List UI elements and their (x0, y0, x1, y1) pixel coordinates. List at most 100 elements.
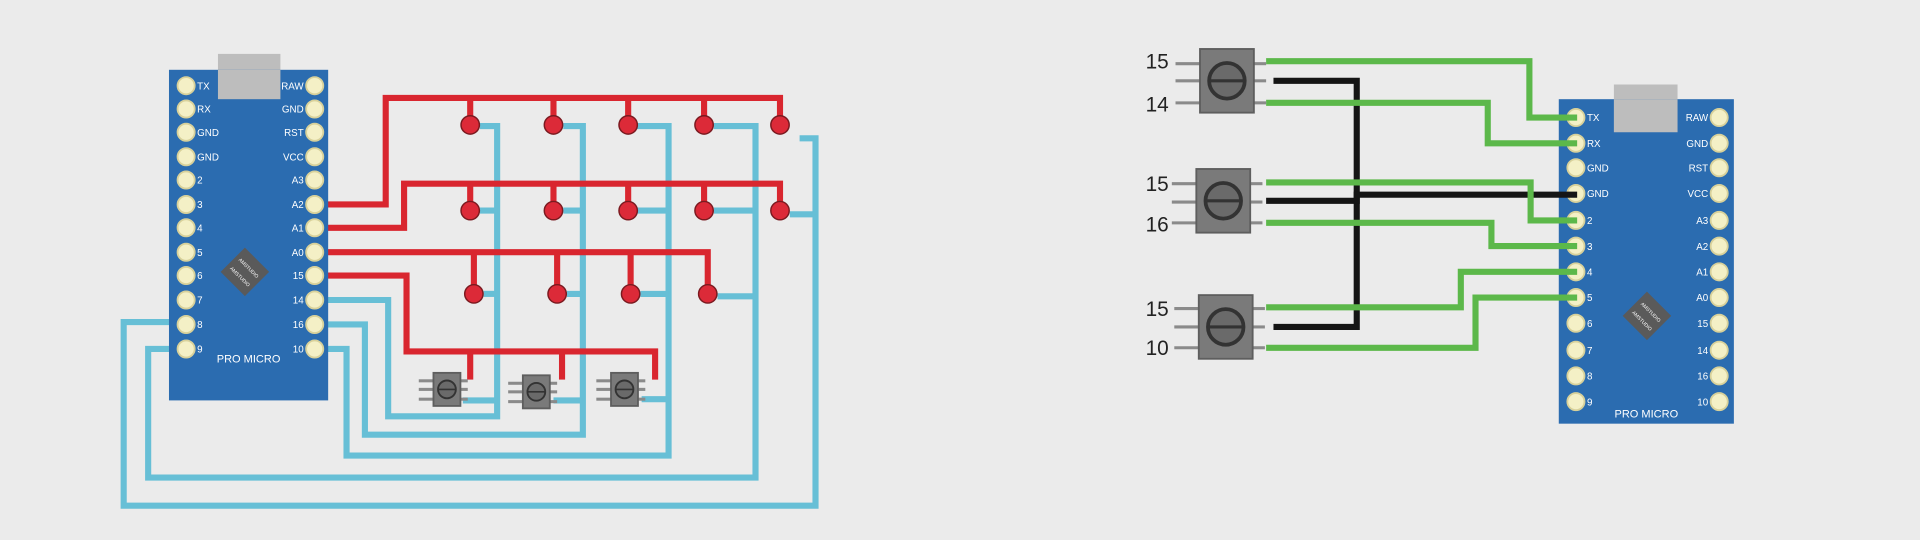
wire-pin8-column5 (120, 135, 819, 509)
pin-label: 6 (1587, 319, 1593, 330)
push-button (620, 283, 641, 304)
pin-label: A2 (292, 200, 304, 211)
pin-label: 7 (1587, 346, 1592, 357)
push-button (618, 114, 639, 135)
wire-a2-row1 (314, 94, 784, 208)
pot-bottom-pin-label: 14 (1146, 93, 1169, 116)
pot-bottom-pin-label: 16 (1146, 213, 1169, 236)
green-wires (1266, 58, 1578, 351)
pin-label: 7 (197, 296, 202, 307)
push-button (770, 114, 790, 135)
pin-label: 6 (197, 271, 203, 282)
pot-top-pin-label: 15 (1146, 298, 1169, 321)
blue-wires (120, 123, 819, 509)
pin-hole (1709, 133, 1729, 153)
pin-hole (176, 170, 196, 190)
pot-top-pin-label: 15 (1146, 51, 1169, 74)
pin-hole (305, 339, 325, 359)
pin-label: 14 (293, 296, 304, 307)
pin-label: RX (197, 105, 211, 116)
pin-hole (176, 147, 196, 167)
pin-hole (305, 315, 325, 334)
pin-hole (305, 76, 325, 96)
pin-hole (1709, 340, 1729, 360)
pin-label: 16 (1697, 372, 1708, 383)
left-pots (418, 371, 646, 410)
board-name: PRO MICRO (1614, 409, 1678, 421)
pin-hole (1709, 392, 1729, 412)
pro-micro-board-left: TXRXGNDGND23456789RAWGNDRSTVCCA3A2A1A015… (168, 53, 329, 401)
pin-hole (1709, 158, 1729, 178)
pin-hole (176, 315, 196, 334)
pin-hole (176, 99, 196, 119)
pin-hole (1709, 236, 1729, 256)
pin-label: RX (1587, 139, 1601, 150)
pin-hole (176, 218, 196, 238)
push-button (618, 200, 639, 221)
right-diagram: TXRXGNDGND23456789RAWGNDRSTVCCA3A2A1A015… (1146, 48, 1734, 424)
pin-hole (305, 122, 325, 142)
pin-hole (305, 290, 325, 310)
pin-label: 5 (197, 248, 203, 259)
pin-hole (1566, 313, 1586, 333)
pin-label: 9 (197, 345, 202, 356)
pin-label: 15 (1697, 319, 1708, 330)
pin-label: GND (1587, 189, 1609, 200)
pin-label: RST (1689, 163, 1709, 174)
pin-label: 10 (1697, 397, 1708, 408)
wire-pin10-column3 (314, 123, 672, 459)
pin-hole (1709, 210, 1729, 230)
pin-hole (176, 76, 196, 96)
pin-hole (1566, 392, 1586, 412)
pin-label: A1 (1696, 268, 1708, 279)
pin-hole (1566, 158, 1586, 178)
pin-label: 3 (1587, 242, 1593, 253)
pin-label: TX (1587, 113, 1600, 124)
push-button (697, 283, 718, 304)
wire-15-pots (314, 272, 659, 380)
pin-hole (305, 266, 325, 285)
pin-label: 10 (293, 345, 304, 356)
pot-bottom-pin-label: 10 (1146, 337, 1169, 360)
pin-label: 4 (197, 223, 203, 234)
pin-hole (1709, 262, 1729, 282)
pin-hole (305, 195, 325, 214)
pin-hole (176, 266, 196, 285)
usb-connector-overlap (1613, 99, 1678, 133)
pin-hole (305, 147, 325, 167)
push-button (547, 283, 568, 304)
pin-hole (305, 170, 325, 190)
usb-connector-overlap (217, 69, 281, 100)
pin-label: RAW (1686, 113, 1709, 124)
push-button (694, 200, 714, 221)
pin-label: VCC (1688, 189, 1709, 200)
pin-hole (1709, 313, 1729, 333)
pin-hole (176, 122, 196, 142)
pin-label: A0 (1696, 293, 1709, 304)
board-body (168, 69, 329, 401)
wire-gnd-pot2 (1266, 191, 1578, 204)
pin-label: 14 (1697, 346, 1708, 357)
pin-hole (176, 290, 196, 310)
wire-a1-row2 (314, 180, 784, 231)
pin-hole (1709, 108, 1729, 128)
pin-label: A3 (1696, 216, 1709, 227)
pin-label: A1 (292, 223, 304, 234)
pin-label: 9 (1587, 397, 1592, 408)
push-button (463, 283, 484, 304)
pin-label: 4 (1587, 268, 1593, 279)
pin-hole (1709, 183, 1729, 203)
pro-micro-board-right: TXRXGNDGND23456789RAWGNDRSTVCCA3A2A1A015… (1558, 84, 1734, 424)
pin-hole (176, 242, 196, 262)
pin-label: VCC (283, 152, 304, 163)
pin-label: GND (1587, 163, 1609, 174)
pin-label: RAW (281, 81, 304, 92)
red-wires (314, 94, 784, 380)
pin-hole (1709, 366, 1729, 386)
pin-label: 8 (197, 320, 203, 331)
pin-label: 15 (293, 271, 304, 282)
